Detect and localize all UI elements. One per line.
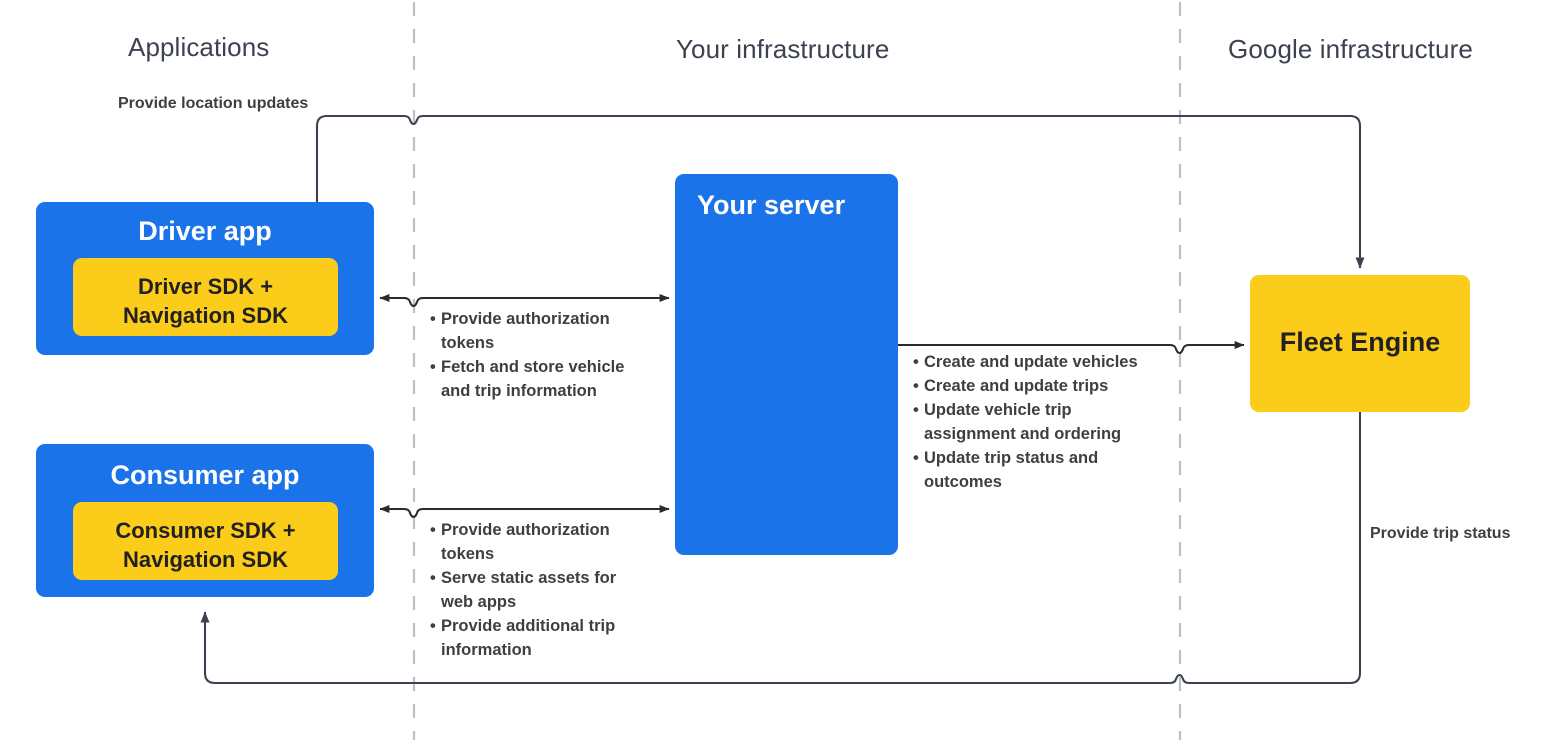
list-item: Provide authorization tokens — [430, 308, 658, 356]
driver-sdk-box[interactable]: Driver SDK + Navigation SDK — [73, 258, 338, 336]
list-item: Update vehicle trip assignment and order… — [913, 399, 1161, 447]
wire-driver-app-to-server — [379, 294, 670, 308]
consumer-to-server-bullet-list: Provide authorization tokens Serve stati… — [430, 519, 652, 663]
your-server-box[interactable]: Your server — [675, 174, 898, 555]
list-item: Create and update trips — [913, 375, 1161, 399]
driver-to-server-bullet-list: Provide authorization tokens Fetch and s… — [430, 308, 658, 404]
edge-label-provide-location-updates: Provide location updates — [118, 95, 309, 112]
zone-title-applications: Applications — [128, 32, 270, 62]
consumer-app-title: Consumer app — [110, 460, 300, 490]
server-to-fleet-engine-bullet-list: Create and update vehicles Create and up… — [913, 351, 1161, 495]
your-server-title: Your server — [697, 190, 846, 220]
driver-app-title: Driver app — [138, 216, 272, 246]
list-item: Provide additional trip information — [430, 615, 652, 663]
edge-label-provide-trip-status: Provide trip status — [1370, 525, 1511, 542]
zone-title-google-infrastructure: Google infrastructure — [1228, 34, 1473, 64]
list-item: Provide authorization tokens — [430, 519, 652, 567]
consumer-app-box[interactable]: Consumer app Consumer SDK + Navigation S… — [36, 444, 374, 597]
driver-sdk-label-line1: Driver SDK + — [137, 274, 274, 299]
wire-consumer-app-to-server — [379, 505, 670, 519]
fleet-engine-box[interactable]: Fleet Engine — [1250, 275, 1470, 412]
zone-title-your-infrastructure: Your infrastructure — [676, 34, 890, 64]
driver-app-box[interactable]: Driver app Driver SDK + Navigation SDK — [36, 202, 374, 355]
list-item: Create and update vehicles — [913, 351, 1161, 375]
list-item: Update trip status and outcomes — [913, 447, 1161, 495]
list-item: Serve static assets for web apps — [430, 567, 652, 615]
fleet-engine-title: Fleet Engine — [1279, 327, 1441, 357]
driver-sdk-label-line2: Navigation SDK — [122, 303, 289, 329]
consumer-sdk-label-line2: Navigation SDK — [122, 547, 289, 573]
consumer-sdk-label-line1: Consumer SDK + — [115, 518, 296, 543]
consumer-sdk-box[interactable]: Consumer SDK + Navigation SDK — [73, 502, 338, 580]
list-item: Fetch and store vehicle and trip informa… — [430, 356, 658, 404]
